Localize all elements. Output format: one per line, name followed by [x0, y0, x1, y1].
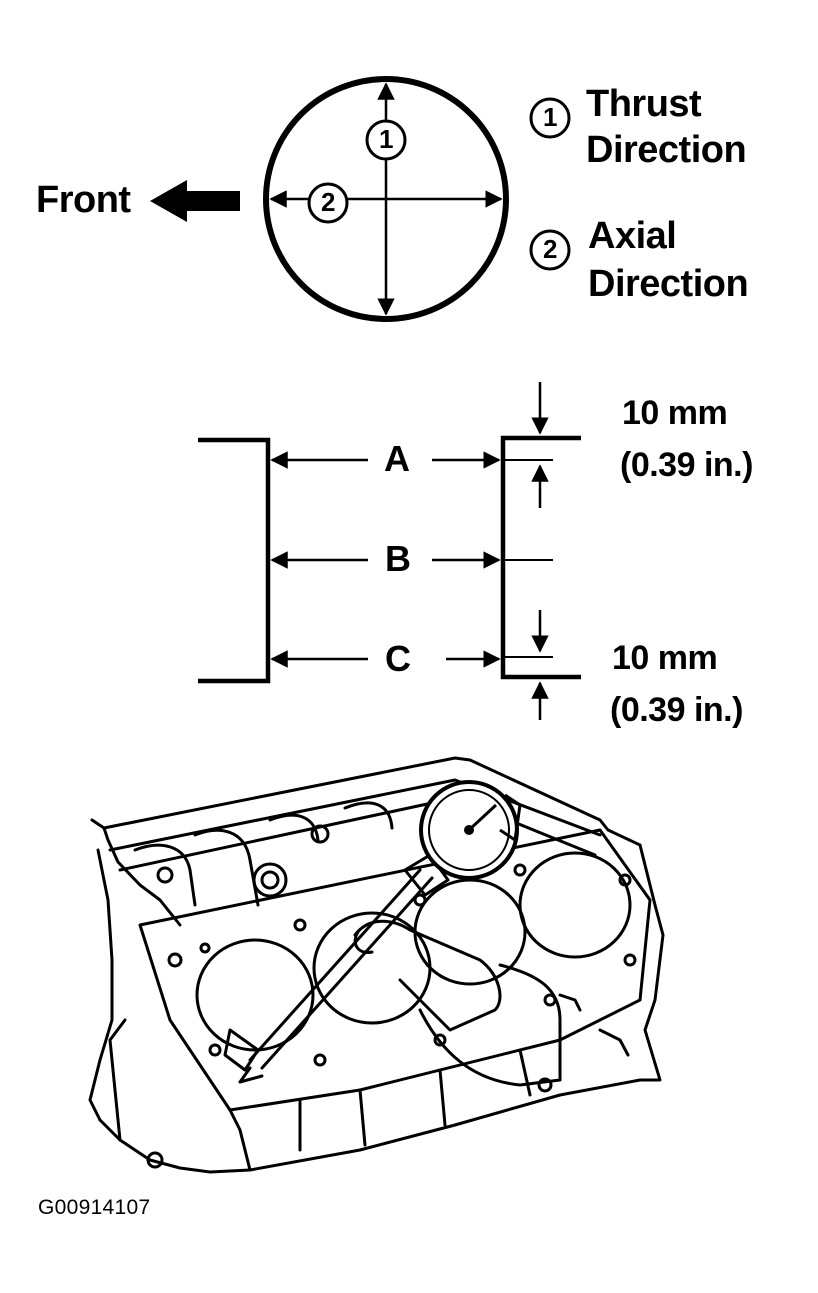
front-label: Front	[36, 179, 131, 221]
legend-2-line2: Direction	[588, 263, 749, 305]
dial-indicator-icon	[419, 780, 522, 880]
bottom-offset-metric: 10 mm	[612, 639, 718, 677]
figure-id: G00914107	[38, 1196, 151, 1219]
marker-2-circle	[307, 182, 349, 224]
marker-2-number: 2	[321, 187, 335, 217]
top-offset-imperial: (0.39 in.)	[620, 446, 753, 484]
front-arrow-icon	[150, 180, 240, 222]
legend-2-number: 2	[543, 234, 557, 264]
legend-1-line1: Thrust	[586, 83, 702, 125]
engine-block-illustration	[88, 756, 665, 1174]
legend-2-line1: Axial	[588, 215, 677, 257]
legend-1-number: 1	[543, 102, 557, 132]
position-a-label: A	[384, 438, 410, 479]
position-b-label: B	[385, 538, 411, 579]
position-c-label: C	[385, 638, 411, 679]
bore-section-diagram	[198, 382, 581, 720]
bottom-offset-imperial: (0.39 in.)	[610, 691, 743, 729]
marker-1-circle	[365, 119, 407, 161]
legend-1-line2: Direction	[586, 129, 747, 171]
legend-2-circle	[529, 229, 571, 271]
legend-1-circle	[529, 97, 571, 139]
cylinder-bore-circle	[263, 76, 509, 322]
top-offset-metric: 10 mm	[622, 394, 728, 432]
marker-1-number: 1	[379, 124, 393, 154]
